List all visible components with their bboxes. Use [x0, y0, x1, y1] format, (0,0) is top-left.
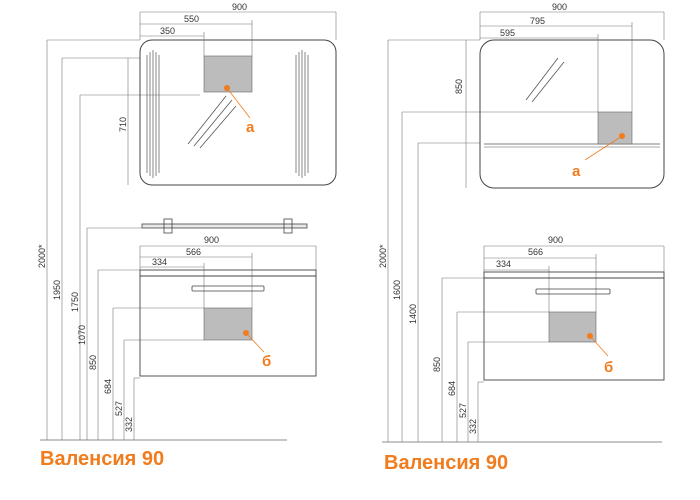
right-mirror-frame	[479, 39, 665, 189]
left-mirror-height: 710	[118, 117, 128, 132]
left-mirror-width: 900	[232, 2, 247, 12]
right-cabinet-dim-334: 334	[496, 259, 511, 269]
left-cabinet-dim-566: 566	[186, 247, 201, 257]
left-cabinet-dim-334: 334	[152, 257, 167, 267]
right-cabinet-panel-b	[548, 311, 597, 343]
left-cabinet-body	[139, 275, 317, 377]
left-shelf	[141, 218, 308, 234]
left-mirror-dim-550: 550	[184, 14, 199, 24]
left-cabinet-dims	[139, 245, 317, 308]
left-callout-b: б	[262, 353, 271, 370]
right-cabinet-handle	[535, 288, 611, 295]
left-height-527: 527	[114, 401, 124, 416]
right-drawing: 2000* 1600 1400 850 684 527 332 а 900 79…	[378, 2, 665, 443]
right-height-1400: 1400	[408, 304, 418, 324]
right-height-lines	[387, 39, 598, 442]
left-height-1070: 1070	[77, 325, 87, 345]
left-cabinet-top	[139, 269, 317, 277]
left-drawing: 2000* 1950 1750 1070 850 684 527 332	[37, 2, 337, 441]
left-height-lines	[46, 39, 204, 440]
right-mirror-top-dims	[479, 11, 665, 112]
left-mirror-dim-350: 350	[160, 26, 175, 36]
left-height-2000: 2000*	[37, 244, 47, 268]
right-callout-a-leader	[584, 135, 623, 161]
left-cabinet-handle	[191, 285, 265, 292]
left-cabinet-width: 900	[204, 235, 219, 245]
left-mirror-top-dims	[139, 11, 337, 56]
right-height-527: 527	[458, 403, 468, 418]
right-callout-a: а	[572, 163, 581, 180]
right-mirror-panel-a	[597, 111, 633, 145]
right-cabinet-dim-566: 566	[528, 247, 543, 257]
left-callout-a: а	[246, 119, 255, 136]
right-callout-b-leader	[589, 335, 609, 357]
left-height-332: 332	[124, 417, 134, 432]
right-mirror-width: 900	[552, 2, 567, 12]
right-height-2000: 2000*	[378, 244, 388, 268]
left-callout-b-leader	[245, 332, 265, 353]
right-height-332: 332	[468, 419, 478, 434]
right-cabinet-dims	[483, 245, 665, 312]
left-mirror-led-right	[295, 50, 309, 178]
left-height-850: 850	[88, 355, 98, 370]
left-mirror-glare	[187, 95, 237, 149]
left-height-1950: 1950	[52, 280, 62, 300]
right-caption: Валенсия 90	[384, 452, 509, 474]
right-height-684: 684	[447, 381, 457, 396]
right-height-1600: 1600	[392, 280, 402, 300]
right-callout-b: б	[604, 359, 613, 376]
right-cabinet-top	[483, 271, 665, 279]
left-callout-a-leader	[226, 87, 251, 119]
right-mirror-glare	[525, 57, 565, 103]
left-mirror-frame	[139, 39, 337, 186]
right-mirror-dim-795: 795	[530, 16, 545, 26]
left-mirror-led-left	[146, 50, 160, 178]
right-mirror-height: 850	[454, 79, 464, 94]
left-height-684: 684	[103, 379, 113, 394]
right-cabinet-width: 900	[548, 235, 563, 245]
right-mirror-dim-595: 595	[500, 28, 515, 38]
left-caption: Валенсия 90	[40, 448, 165, 470]
left-height-1750: 1750	[70, 292, 80, 312]
right-cabinet-body	[483, 277, 665, 381]
right-height-850: 850	[432, 357, 442, 372]
